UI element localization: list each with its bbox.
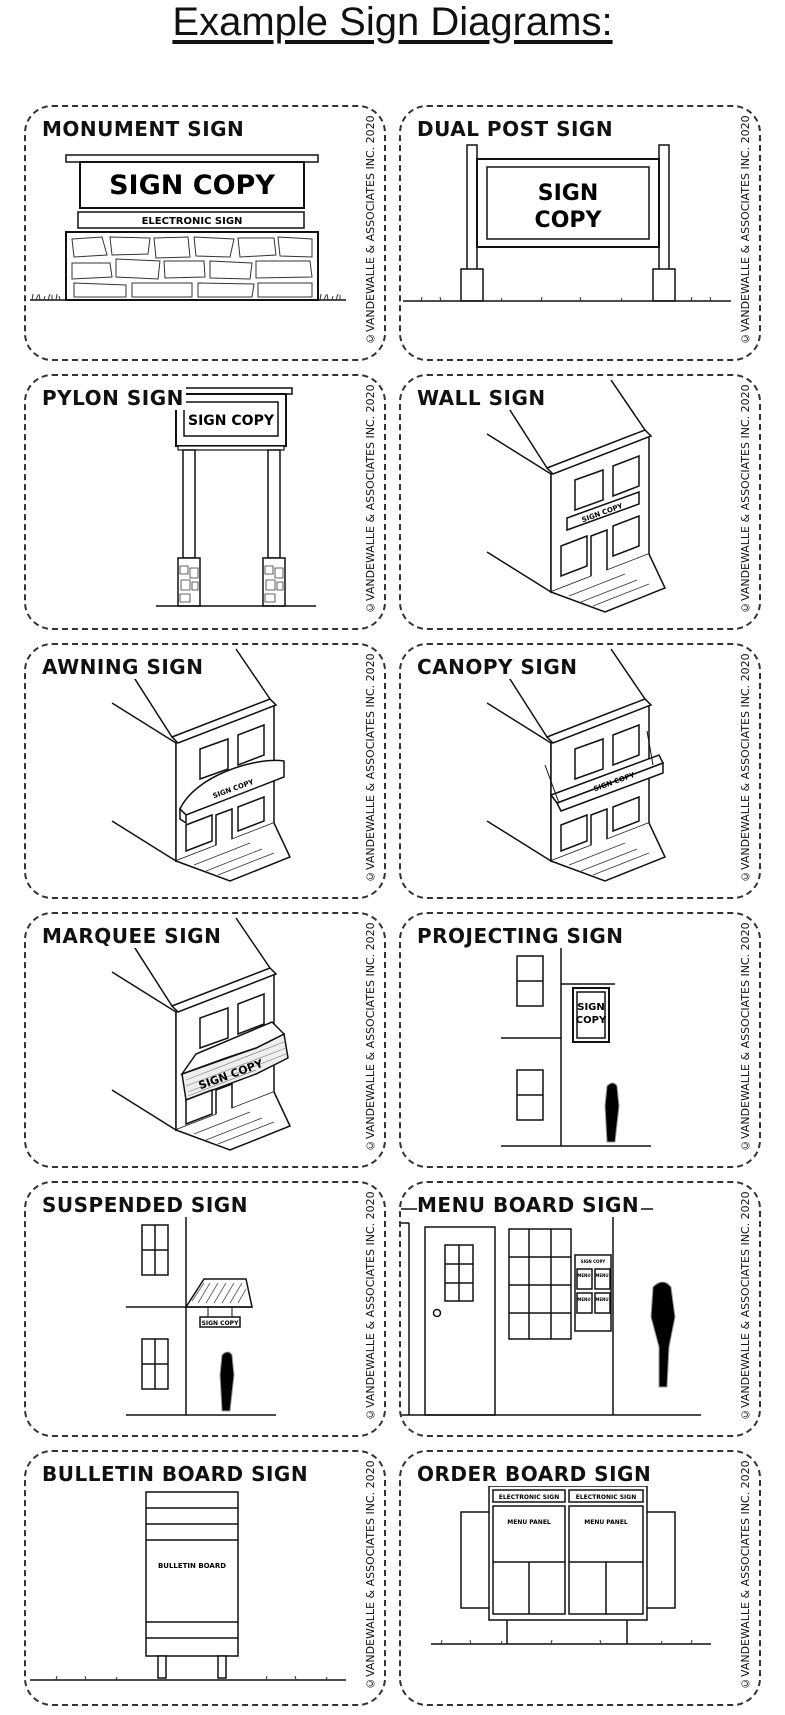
- dual-post-sign-illustration: SIGN COPY: [403, 144, 731, 302]
- card-title: CANOPY SIGN: [417, 655, 580, 679]
- copyright-text: ©VANDEWALLE & ASSOCIATES INC. 2020: [739, 1460, 752, 1690]
- bulletin-board-sign-illustration: BULLETIN BOARD: [30, 1491, 346, 1681]
- copyright-text: ©VANDEWALLE & ASSOCIATES INC. 2020: [739, 653, 752, 883]
- copyright-text: ©VANDEWALLE & ASSOCIATES INC. 2020: [364, 922, 377, 1152]
- projecting-line1: SIGN: [577, 1002, 605, 1013]
- card-title: AWNING SIGN: [42, 655, 206, 679]
- projecting-sign-illustration: SIGN COPY: [501, 944, 651, 1147]
- card-title: PROJECTING SIGN: [417, 924, 626, 948]
- card-title: WALL SIGN: [417, 386, 548, 410]
- monument-sub-copy: ELECTRONIC SIGN: [142, 216, 243, 227]
- menu-board-copy: SIGN COPY: [581, 1259, 606, 1264]
- order-board-panel-1: MENU PANEL: [507, 1519, 551, 1526]
- card-order-board-sign: ELECTRONIC SIGN ELECTRONIC SIGN MENU PAN…: [399, 1450, 761, 1706]
- card-awning-sign: SIGN COPY AWNING SIGN ©VANDEWALLE & ASSO…: [24, 643, 386, 899]
- copyright-text: ©VANDEWALLE & ASSOCIATES INC. 2020: [364, 115, 377, 345]
- bulletin-board-copy: BULLETIN BOARD: [158, 1562, 226, 1570]
- card-title: SUSPENDED SIGN: [42, 1193, 250, 1217]
- dual-post-line2: COPY: [535, 208, 603, 233]
- marquee-sign-illustration: SIGN COPY: [111, 917, 292, 1151]
- canopy-sign-illustration: SIGN COPY: [486, 648, 667, 882]
- menu-panel-4: MENU: [595, 1297, 608, 1302]
- card-title: DUAL POST SIGN: [417, 117, 616, 141]
- menu-panel-1: MENU: [577, 1273, 590, 1278]
- card-title: MARQUEE SIGN: [42, 924, 224, 948]
- card-bulletin-board-sign: BULLETIN BOARD BULLETIN BOARD SIGN ©VAND…: [24, 1450, 386, 1706]
- menu-board-sign-illustration: SIGN COPY MENU MENU MENU MENU: [401, 1208, 701, 1416]
- suspended-main-copy: SIGN COPY: [202, 1320, 239, 1327]
- order-board-sign-illustration: ELECTRONIC SIGN ELECTRONIC SIGN MENU PAN…: [431, 1485, 711, 1645]
- card-marquee-sign: SIGN COPY MARQUEE SIGN ©VANDEWALLE & ASS…: [24, 912, 386, 1168]
- card-wall-sign: SIGN COPY WALL SIGN ©VANDEWALLE & ASSOCI…: [399, 374, 761, 630]
- order-board-header-2: ELECTRONIC SIGN: [576, 1494, 636, 1501]
- order-board-panel-2: MENU PANEL: [584, 1519, 628, 1526]
- copyright-text: ©VANDEWALLE & ASSOCIATES INC. 2020: [739, 922, 752, 1152]
- copyright-text: ©VANDEWALLE & ASSOCIATES INC. 2020: [739, 115, 752, 345]
- projecting-line2: COPY: [576, 1015, 607, 1026]
- card-pylon-sign: SIGN COPY PYLON SIGN ©VANDEWALLE & ASSOC…: [24, 374, 386, 630]
- monument-main-copy: SIGN COPY: [109, 170, 275, 201]
- card-suspended-sign: SIGN COPY SUSPENDED SIGN ©VANDEWALLE & A…: [24, 1181, 386, 1437]
- awning-sign-illustration: SIGN COPY: [111, 648, 292, 882]
- dual-post-line1: SIGN: [538, 181, 599, 206]
- page-title: Example Sign Diagrams:: [172, 0, 613, 44]
- copyright-text: ©VANDEWALLE & ASSOCIATES INC. 2020: [739, 384, 752, 614]
- copyright-text: ©VANDEWALLE & ASSOCIATES INC. 2020: [364, 1460, 377, 1690]
- card-title: MONUMENT SIGN: [42, 117, 247, 141]
- copyright-text: ©VANDEWALLE & ASSOCIATES INC. 2020: [364, 384, 377, 614]
- menu-panel-3: MENU: [577, 1297, 590, 1302]
- card-monument-sign: SIGN COPY ELECTRONIC SIGN MONUMENT SIGN …: [24, 105, 386, 361]
- pylon-sign-illustration: SIGN COPY: [156, 387, 316, 607]
- copyright-text: ©VANDEWALLE & ASSOCIATES INC. 2020: [364, 1191, 377, 1421]
- monument-sign-illustration: SIGN COPY ELECTRONIC SIGN: [30, 154, 346, 301]
- card-title: ORDER BOARD SIGN: [417, 1462, 654, 1486]
- order-board-header-1: ELECTRONIC SIGN: [499, 1494, 559, 1501]
- card-title: BULLETIN BOARD SIGN: [42, 1462, 311, 1486]
- copyright-text: ©VANDEWALLE & ASSOCIATES INC. 2020: [364, 653, 377, 883]
- suspended-sign-illustration: SIGN COPY: [126, 1213, 276, 1416]
- pylon-main-copy: SIGN COPY: [188, 413, 275, 429]
- card-menu-board-sign: SIGN COPY MENU MENU MENU MENU MENU BOARD…: [399, 1181, 761, 1437]
- copyright-text: ©VANDEWALLE & ASSOCIATES INC. 2020: [739, 1191, 752, 1421]
- card-title: PYLON SIGN: [42, 386, 186, 410]
- menu-panel-2: MENU: [595, 1273, 608, 1278]
- wall-sign-illustration: SIGN COPY: [486, 379, 667, 613]
- card-canopy-sign: SIGN COPY CANOPY SIGN ©VANDEWALLE & ASSO…: [399, 643, 761, 899]
- card-title: MENU BOARD SIGN: [417, 1193, 642, 1217]
- card-projecting-sign: SIGN COPY PROJECTING SIGN ©VANDEWALLE & …: [399, 912, 761, 1168]
- card-dual-post-sign: SIGN COPY DUAL POST SIGN ©VANDEWALLE & A…: [399, 105, 761, 361]
